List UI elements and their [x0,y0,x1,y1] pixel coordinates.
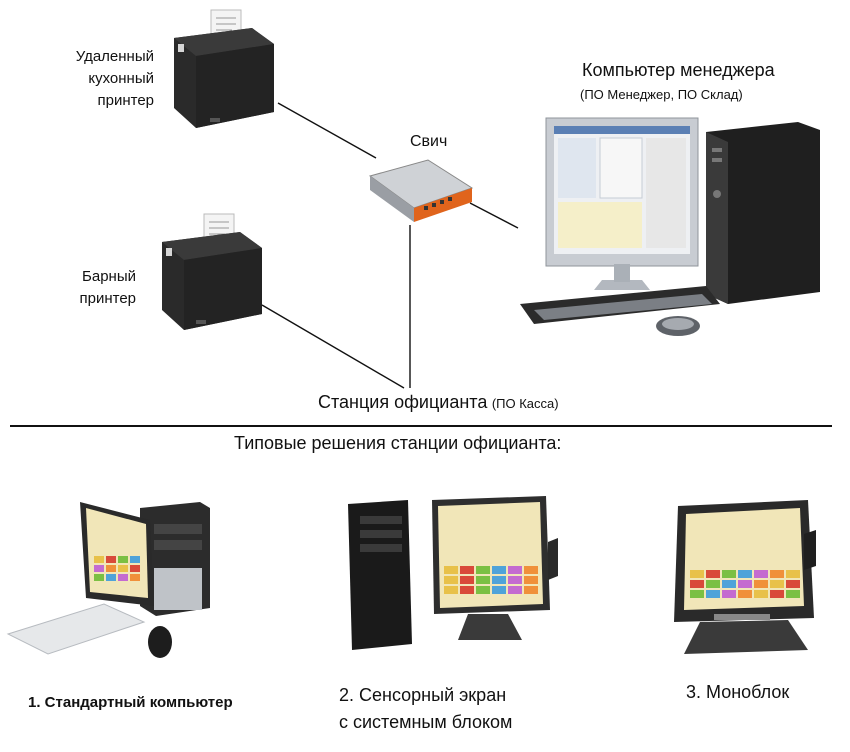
pos-screen-tile [118,565,128,572]
pos-screen-tile [476,586,490,594]
pos-screen-tile [94,556,104,563]
pos-screen-tile [508,586,522,594]
pos-screen-tile [706,580,720,588]
pos-screen-tile [460,566,474,574]
solution-1-caption-line-1: 1. Стандартный компьютер [28,694,233,711]
pos-screen-tile [524,586,538,594]
pos-screen-tile [130,574,140,581]
pos-screen-tile [476,566,490,574]
pos-screen-tile [722,580,736,588]
pos-tiles-pc1 [94,556,140,581]
pos-tiles-pc3 [690,570,800,598]
pos-screen-tile [738,580,752,588]
typical-solutions-heading: Типовые решения станции официанта: [234,433,562,453]
kitchen-printer-image [174,9,274,128]
solution-1-caption: 1. Стандартный компьютер [28,694,233,711]
pos-screen-tile [690,570,704,578]
bar-printer-image [162,213,262,330]
solution-3-caption: 3. Моноблок [686,682,789,703]
pos-screen-tile [106,556,116,563]
pos-screen-tile [492,586,506,594]
manager-pc-image [520,117,820,336]
pos-screen-tile [460,586,474,594]
bar-printer-label-line-1: Барный [82,268,136,285]
pos-screen-tile [770,580,784,588]
waiter-station-subtitle: (ПО Касса) [491,396,559,411]
pos-screen-tile [786,590,800,598]
kitchen-printer-label-line-3: принтер [97,92,154,109]
pos-screen-tile [444,586,458,594]
pos-screen-tile [690,590,704,598]
pos-screen-tile [130,556,140,563]
pos-screen-tile [492,576,506,584]
pos-screen-tile [722,570,736,578]
pos-screen-tile [754,570,768,578]
switch-image [368,159,474,222]
pos-screen-tile [754,580,768,588]
pos-screen-tile [770,570,784,578]
solution-2-caption-line-2: с системным блоком [339,712,513,732]
standard-pc-image [6,502,210,658]
pos-screen-tile [786,580,800,588]
pos-screen-tile [706,590,720,598]
kitchen-printer-label: Удаленный кухонный принтер [30,46,154,112]
pos-screen-tile [770,590,784,598]
pos-screen-tile [722,590,736,598]
pos-screen-tile [508,566,522,574]
kitchen-printer-label-line-2: кухонный [88,70,154,87]
touch-screen-with-system-unit-image [348,496,558,650]
pos-screen-tile [492,566,506,574]
pos-screen-tile [524,576,538,584]
pos-screen-tile [106,565,116,572]
pos-screen-tile [690,580,704,588]
switch-label: Свич [410,133,448,150]
line-kitchen-printer-to-switch [277,102,377,159]
pos-screen-tile [444,566,458,574]
pos-screen-tile [738,570,752,578]
waiter-station-title: Станция официанта [318,392,488,412]
pos-screen-tile [94,565,104,572]
waiter-station-label: Станция официанта (ПО Касса) [318,392,559,413]
pos-screen-tile [738,590,752,598]
pos-screen-tile [444,576,458,584]
pos-screen-tile [460,576,474,584]
pos-tiles-pc2 [444,566,538,594]
pos-screen-tile [106,574,116,581]
pos-screen-tile [508,576,522,584]
solution-3-caption-line-1: 3. Моноблок [686,682,790,702]
line-bar-printer-to-station [261,304,405,389]
solution-2-caption: 2. Сенсорный экран с системным блоком [339,682,512,736]
pos-screen-tile [118,574,128,581]
pos-screen-tile [754,590,768,598]
line-switch-to-manager-pc [469,202,519,229]
monoblock-image [674,500,816,654]
bar-printer-label: Барный принтер [40,266,136,310]
pos-screen-tile [118,556,128,563]
bar-printer-label-line-2: принтер [79,290,136,307]
manager-pc-subtitle: (ПО Менеджер, ПО Склад) [580,87,743,102]
solution-2-caption-line-1: 2. Сенсорный экран [339,685,507,705]
pos-screen-tile [130,565,140,572]
pos-screen-tile [786,570,800,578]
pos-screen-tile [94,574,104,581]
pos-screen-tile [706,570,720,578]
manager-pc-title: Компьютер менеджера [582,60,775,80]
pos-screen-tile [476,576,490,584]
pos-screen-tile [524,566,538,574]
kitchen-printer-label-line-1: Удаленный [75,48,154,65]
